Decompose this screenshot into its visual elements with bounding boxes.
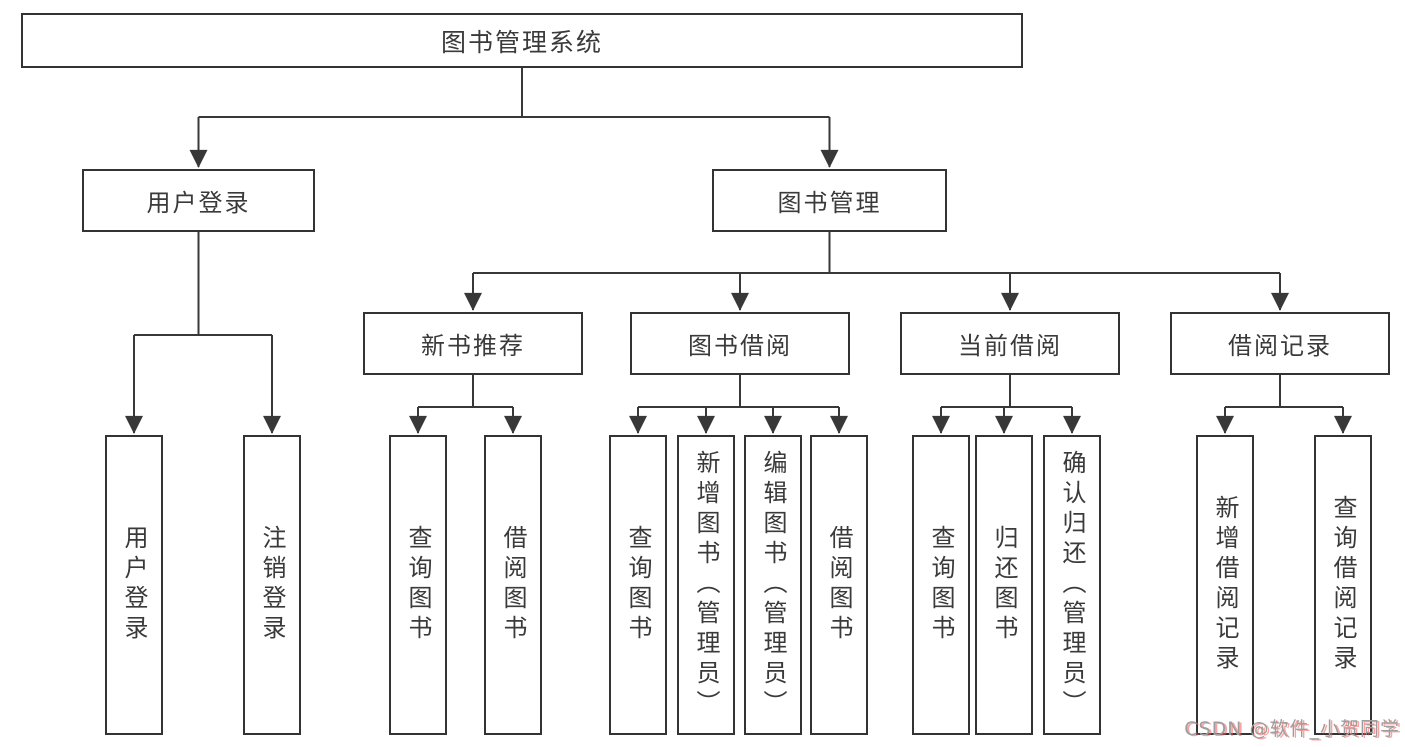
leaf-query-books-borrowing: 查询图书 xyxy=(609,435,667,735)
leaf-borrow-books: 借阅图书 xyxy=(810,435,868,735)
leaf-edit-book-admin: 编辑图书（管理员） xyxy=(744,435,802,735)
leaf-user-login: 用户登录 xyxy=(105,435,163,735)
leaf-query-books-recommend: 查询图书 xyxy=(389,435,447,735)
csdn-watermark: CSDN @软件_小贺同学 xyxy=(1184,718,1400,740)
leaf-confirm-return-admin: 确认归还（管理员） xyxy=(1043,435,1101,735)
node-new-book-recommendation: 新书推荐 xyxy=(363,312,583,375)
leaf-add-book-admin: 新增图书（管理员） xyxy=(677,435,735,735)
leaf-borrow-books-recommend: 借阅图书 xyxy=(484,435,542,735)
node-borrow-records: 借阅记录 xyxy=(1170,312,1390,375)
leaf-add-borrow-record: 新增借阅记录 xyxy=(1196,435,1254,735)
node-book-borrowing: 图书借阅 xyxy=(630,312,850,375)
leaf-query-borrow-record: 查询借阅记录 xyxy=(1314,435,1372,735)
node-book-management: 图书管理 xyxy=(712,169,947,232)
leaf-return-book: 归还图书 xyxy=(975,435,1033,735)
node-current-borrowing: 当前借阅 xyxy=(900,312,1120,375)
leaf-logout: 注销登录 xyxy=(243,435,301,735)
node-user-login: 用户登录 xyxy=(82,169,315,232)
leaf-query-books-current: 查询图书 xyxy=(912,435,970,735)
node-library-management-system: 图书管理系统 xyxy=(21,13,1023,68)
